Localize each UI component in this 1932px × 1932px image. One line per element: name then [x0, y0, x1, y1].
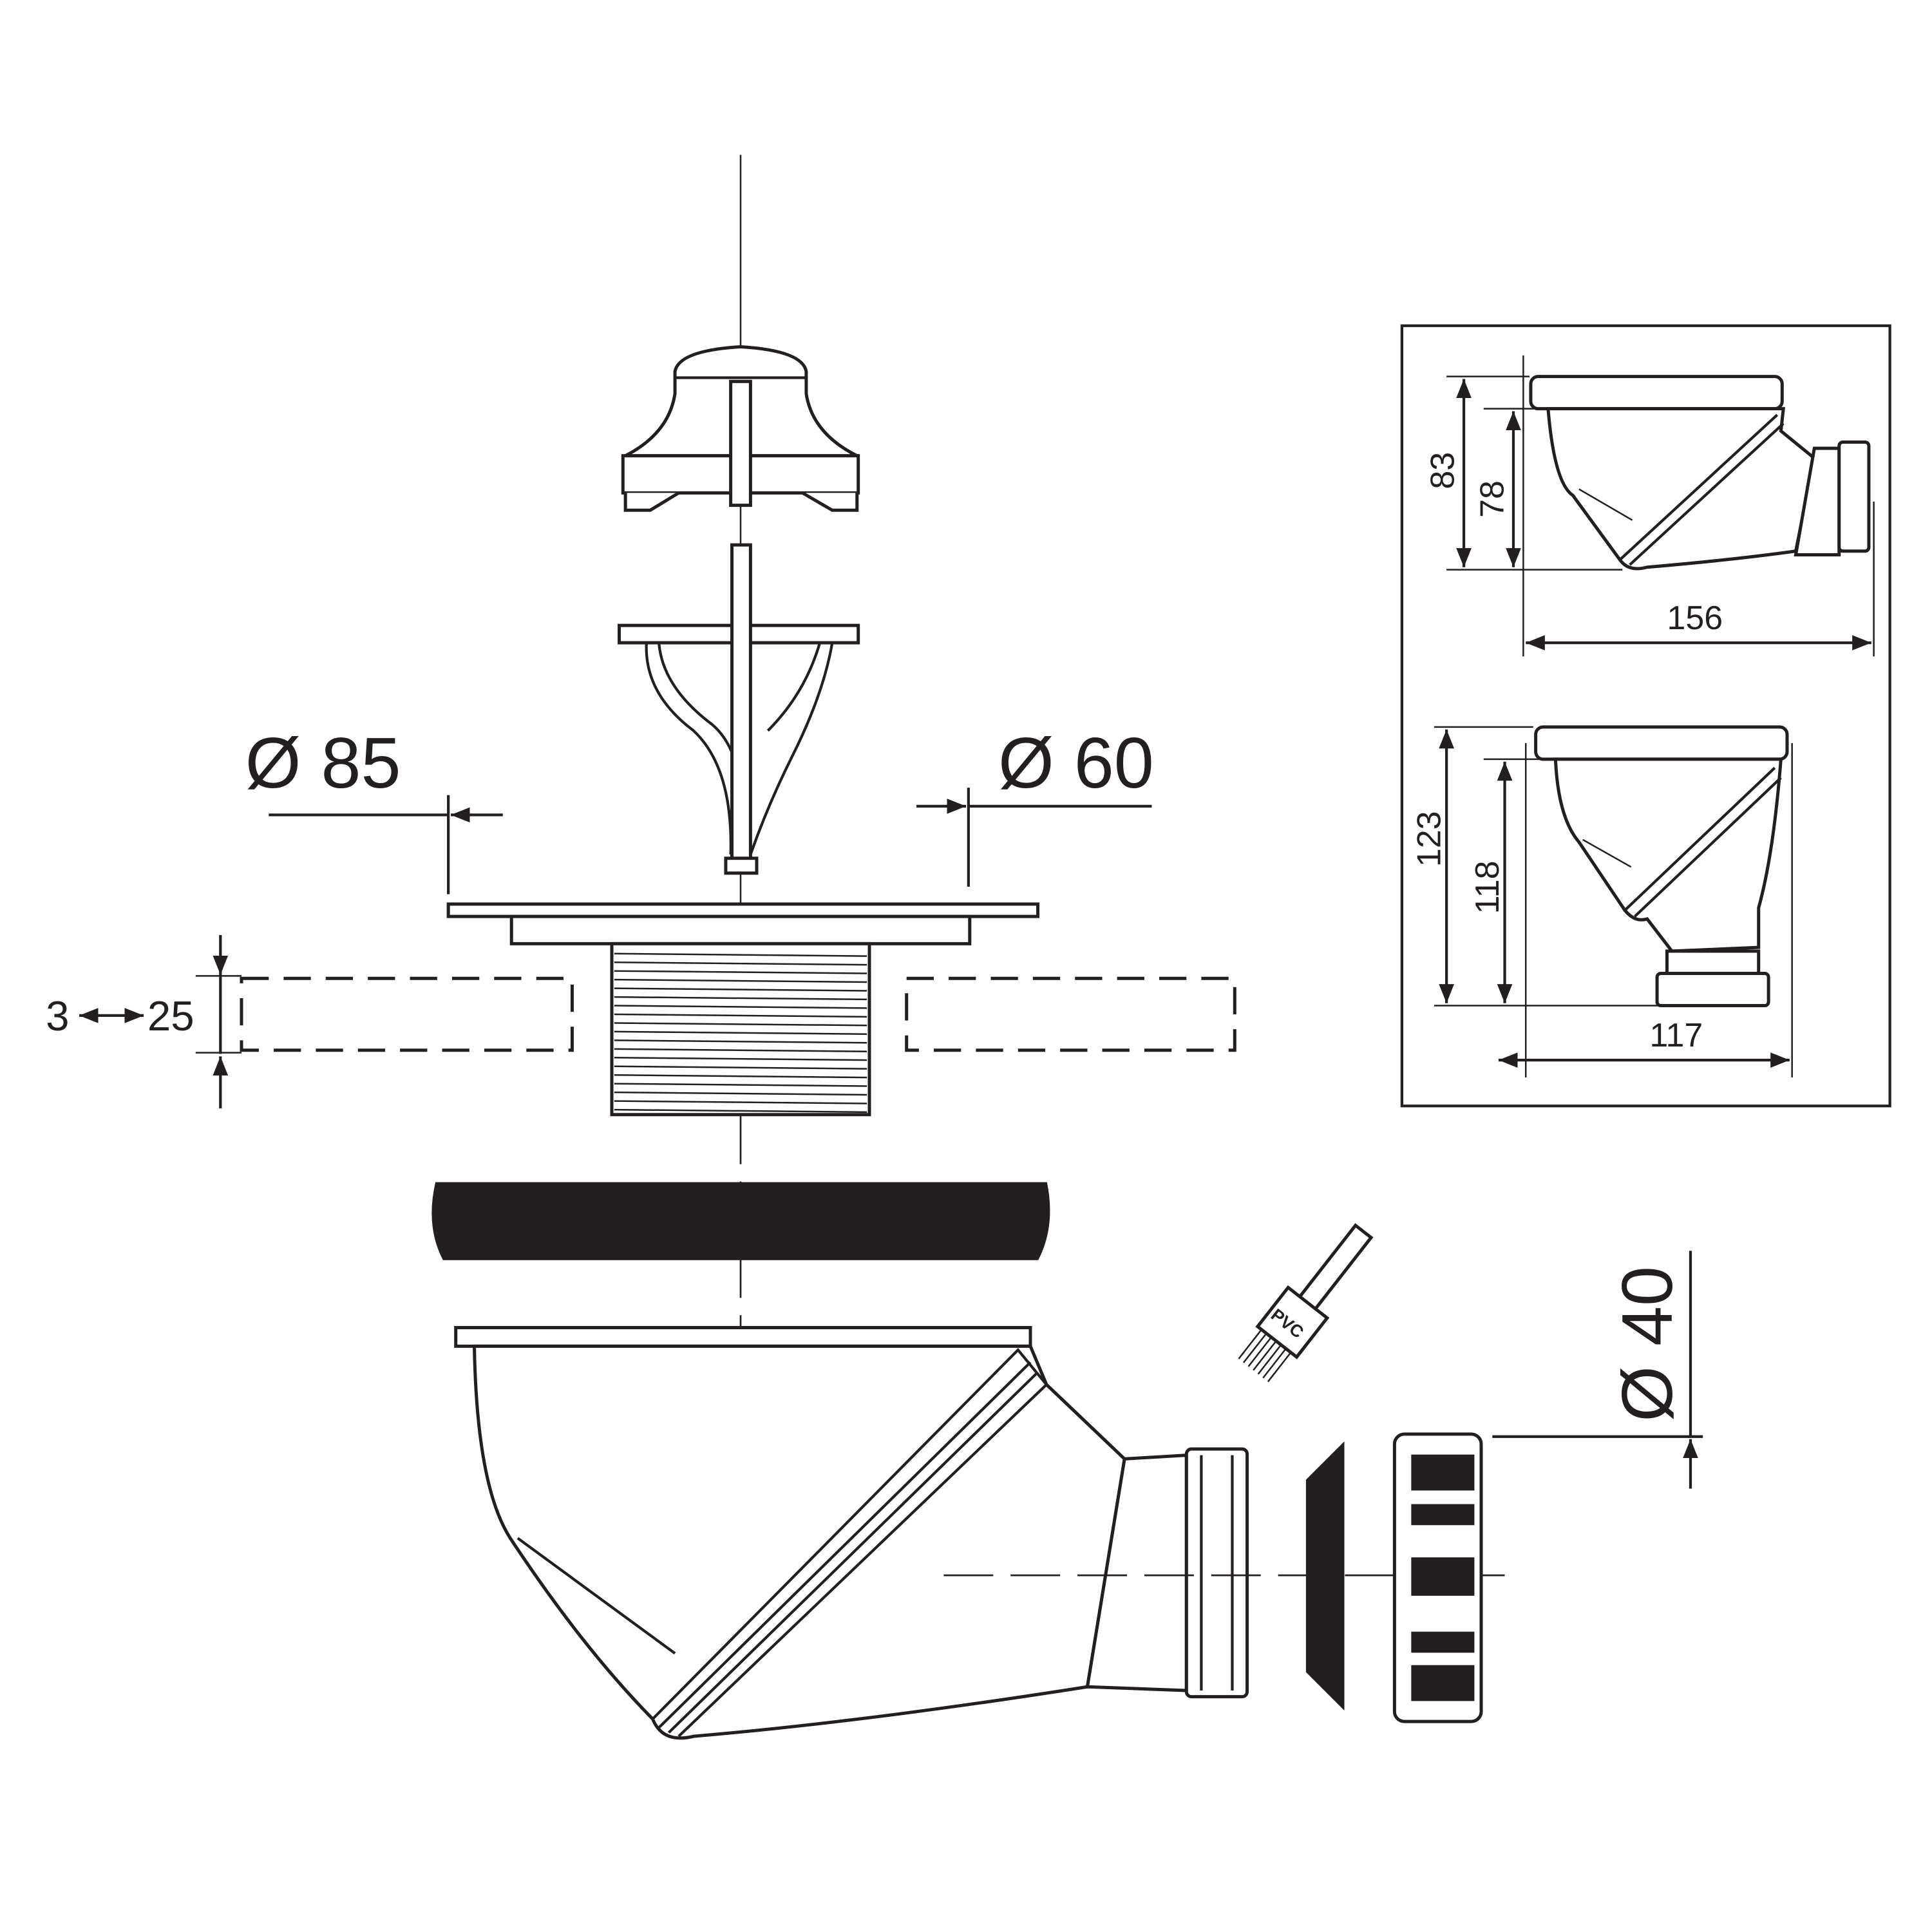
brush-bristle [1247, 1336, 1273, 1367]
brush-bristle [1253, 1340, 1277, 1371]
dim-thickness-min: 3 [46, 992, 69, 1039]
thread-line [614, 1083, 867, 1087]
drain-flange-body [446, 902, 1040, 1117]
inset-vertical-trap [1534, 725, 1789, 1008]
thread-line [614, 1108, 867, 1113]
strainer-basket [618, 543, 860, 875]
inset-dim-156: 156 [1667, 600, 1723, 637]
thread-line [614, 1057, 867, 1061]
pvc-brush-icon: PVC [1238, 1223, 1374, 1383]
thread-line [614, 1065, 867, 1070]
rubber-gasket [431, 1182, 1050, 1260]
inset-dim-123: 123 [1411, 811, 1448, 867]
thread-line [614, 1039, 867, 1044]
dim-outer-diameter: Ø 85 [245, 723, 401, 803]
inset-dim-83: 83 [1425, 452, 1462, 489]
thread-line [614, 1022, 867, 1027]
trap-bowl [454, 1326, 1249, 1740]
inset-dim-78: 78 [1474, 480, 1511, 518]
thread-line [614, 961, 867, 966]
compression-nut [1392, 1432, 1483, 1723]
dim-inner-diameter: Ø 60 [998, 723, 1154, 803]
brush-bristle [1262, 1348, 1287, 1379]
thread-line [614, 952, 867, 957]
inset-horizontal-trap [1529, 375, 1871, 571]
thread-line [614, 1005, 867, 1009]
thread-line [614, 1030, 867, 1036]
dim-outlet-diameter: Ø 40 [1607, 1266, 1687, 1422]
inset-dim-117: 117 [1650, 1017, 1703, 1054]
brush-bristle [1238, 1329, 1262, 1359]
inset-dim-118: 118 [1469, 860, 1506, 914]
thread-line [614, 1091, 867, 1096]
sink-wall-left [240, 976, 574, 1052]
thread-line [614, 996, 867, 1001]
sink-wall-right [905, 976, 1236, 1052]
thread-line [614, 970, 867, 974]
thread-line [614, 1013, 867, 1018]
cone-seal [1305, 1441, 1345, 1711]
thread-line [614, 987, 867, 992]
inset-dimensions-panel: 83 78 156 123 118 117 [1400, 324, 1891, 1108]
brush-bristle [1242, 1332, 1267, 1363]
brush-bristle [1267, 1352, 1292, 1383]
brush-bristle [1257, 1344, 1282, 1375]
drain-cap [621, 345, 860, 512]
thread-line [614, 1100, 867, 1104]
thread-line [614, 1074, 867, 1079]
thread-line [614, 1048, 867, 1052]
thread-line [614, 978, 867, 983]
dim-thickness-max: 25 [147, 992, 194, 1039]
